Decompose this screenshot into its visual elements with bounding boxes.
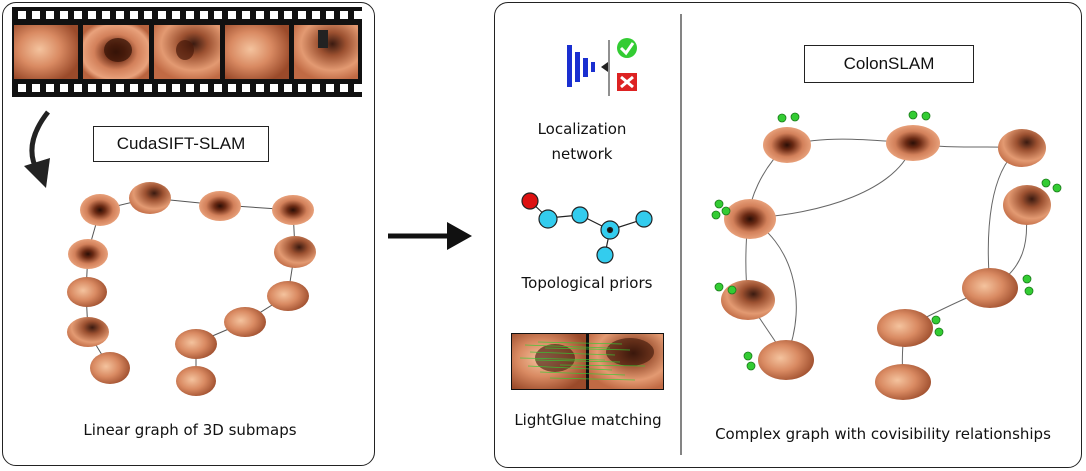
sprocket-hole [326, 11, 334, 19]
submap-node [199, 191, 241, 221]
sprocket-hole [186, 84, 194, 92]
film-frame-4 [225, 25, 289, 79]
left-graph-nodes [67, 182, 316, 396]
sprocket-hole [88, 11, 96, 19]
submap-node [176, 366, 216, 396]
sprocket-hole [102, 11, 110, 19]
sprocket-hole [116, 11, 124, 19]
sprocket-hole [340, 11, 348, 19]
sprocket-hole [340, 84, 348, 92]
sprocket-hole [270, 84, 278, 92]
sprocket-hole [326, 84, 334, 92]
sprocket-hole [270, 11, 278, 19]
submap-node [274, 236, 316, 268]
sprocket-hole [158, 84, 166, 92]
sprocket-hole [214, 11, 222, 19]
sprocket-hole [32, 11, 40, 19]
sprocket-hole [32, 84, 40, 92]
sprocket-hole [102, 84, 110, 92]
sprocket-hole [74, 84, 82, 92]
submap-node [886, 125, 940, 161]
sprocket-hole [200, 11, 208, 19]
submap-node [763, 127, 811, 163]
sprocket-hole [256, 84, 264, 92]
film-frame-1 [14, 25, 78, 79]
sprocket-hole [46, 11, 54, 19]
submap-node [67, 277, 107, 307]
submap-node [68, 239, 108, 269]
sprocket-hole [256, 11, 264, 19]
submap-node [875, 364, 931, 400]
submap-node [877, 309, 933, 347]
covisibility-dots [711, 110, 1062, 371]
sprocket-hole [74, 11, 82, 19]
sprocket-hole [214, 84, 222, 92]
submap-node [758, 340, 814, 380]
sprocket-hole [298, 84, 306, 92]
submap-node [224, 307, 266, 337]
sprocket-hole [172, 84, 180, 92]
submap-node [272, 195, 314, 225]
sprocket-hole [242, 11, 250, 19]
submap-node [267, 281, 309, 311]
submap-node [90, 352, 130, 384]
sprocket-hole [298, 11, 306, 19]
sprocket-hole [116, 84, 124, 92]
transition-arrow-icon [388, 222, 472, 250]
sprocket-hole [88, 84, 96, 92]
right-caption: Complex graph with covisibility relation… [715, 425, 1051, 443]
topological-priors-icon [521, 192, 653, 264]
sprocket-hole [228, 84, 236, 92]
submap-node [962, 268, 1018, 308]
sprocket-hole [312, 11, 320, 19]
sprocket-hole [228, 11, 236, 19]
sprocket-hole [284, 84, 292, 92]
submap-node [1003, 185, 1051, 225]
sprocket-hole [284, 11, 292, 19]
reject-icon [617, 73, 637, 91]
colonslam-graph-nodes [721, 125, 1051, 400]
sprocket-hole [130, 84, 138, 92]
topological-priors-label: Topological priors [521, 274, 653, 292]
submap-node [721, 280, 775, 320]
submap-node [998, 129, 1046, 167]
sprocket-hole [172, 11, 180, 19]
sprocket-hole [144, 84, 152, 92]
submap-node [67, 317, 109, 347]
sprocket-hole [18, 11, 26, 19]
sprocket-hole [130, 11, 138, 19]
sprocket-hole [158, 11, 166, 19]
sprocket-hole [242, 84, 250, 92]
check-icon [617, 38, 637, 58]
right-panel [494, 2, 1082, 468]
cudasift-slam-label: CudaSIFT-SLAM [93, 126, 269, 162]
sprocket-hole [312, 84, 320, 92]
localization-network-icon [567, 40, 610, 96]
submap-node [129, 182, 171, 214]
sprocket-hole [144, 11, 152, 19]
colonslam-label: ColonSLAM [804, 45, 974, 83]
sprocket-hole [200, 84, 208, 92]
submap-node [80, 194, 120, 226]
localization-label-line1: Localization [538, 120, 627, 138]
sprocket-hole [354, 84, 362, 92]
sprocket-hole [18, 84, 26, 92]
submap-node [175, 329, 217, 359]
sprocket-hole [60, 84, 68, 92]
sprocket-hole [60, 11, 68, 19]
sprocket-hole [186, 11, 194, 19]
sprocket-hole [46, 84, 54, 92]
lightglue-label: LightGlue matching [514, 411, 661, 429]
curved-arrow-icon [24, 110, 50, 188]
left-caption: Linear graph of 3D submaps [83, 421, 297, 439]
sprocket-hole [354, 11, 362, 19]
submap-node [724, 199, 776, 239]
lightglue-matching-image [511, 333, 664, 390]
localization-label-line2: network [552, 145, 613, 163]
film-strip [12, 7, 362, 97]
